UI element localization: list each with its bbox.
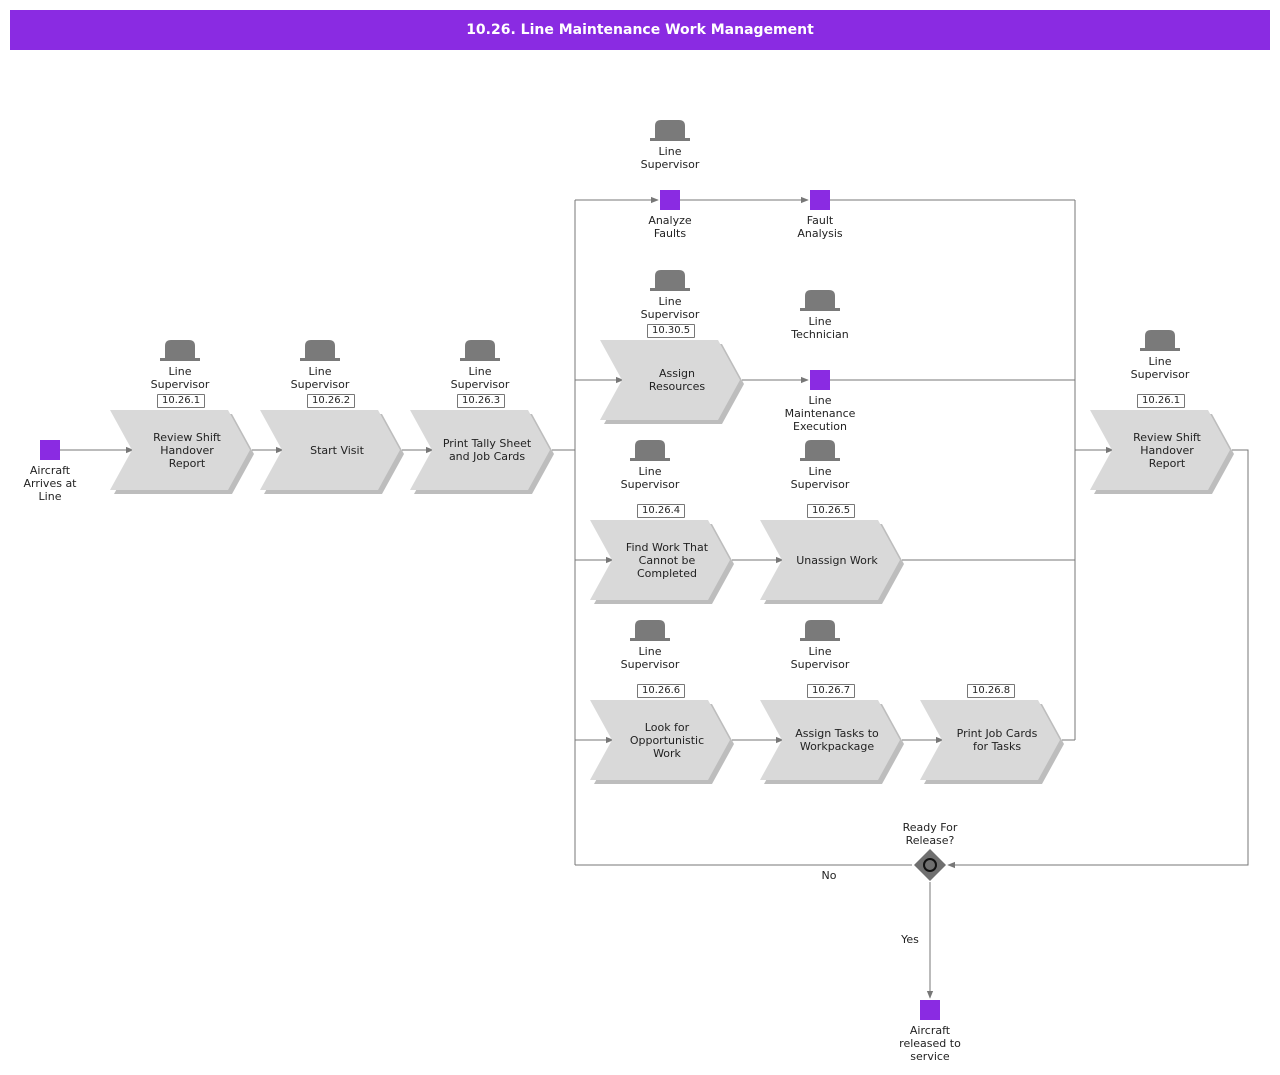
process-label-review-shift-1: Review Shift Handover Report [153, 430, 221, 470]
role-label-role-find: Line Supervisor [620, 465, 680, 491]
role-icon-role-unassign [800, 440, 840, 461]
role-label-role-2: Line Supervisor [290, 365, 350, 391]
role-label-role-review-2: Line Supervisor [1130, 355, 1190, 381]
role-label-role-look: Line Supervisor [620, 645, 680, 671]
process-code-print-job-cards: 10.26.8 [967, 684, 1015, 698]
gateway-marker [923, 858, 937, 872]
role-icon-role-assign-res [650, 270, 690, 291]
role-icon-role-review-2 [1140, 330, 1180, 351]
process-print-job-cards[interactable] [920, 700, 1060, 780]
process-print-tally[interactable] [410, 410, 550, 490]
event-aircraft-arrives[interactable] [40, 440, 60, 460]
event-fault-analysis[interactable] [810, 190, 830, 210]
process-label-review-shift-2: Review Shift Handover Report [1133, 430, 1201, 470]
process-unassign-work[interactable] [760, 520, 900, 600]
process-label-start-visit: Start Visit [310, 443, 364, 457]
process-start-visit[interactable] [260, 410, 400, 490]
process-code-review-shift-2: 10.26.1 [1137, 394, 1185, 408]
role-icon-role-assign-tasks [800, 620, 840, 641]
process-code-unassign-work: 10.26.5 [807, 504, 855, 518]
role-label-role-analyze: Line Supervisor [640, 145, 700, 171]
process-code-find-work: 10.26.4 [637, 504, 685, 518]
event-aircraft-released[interactable] [920, 1000, 940, 1020]
role-icon-role-look [630, 620, 670, 641]
role-label-role-unassign: Line Supervisor [790, 465, 850, 491]
process-label-assign-tasks: Assign Tasks to Workpackage [795, 727, 879, 753]
role-label-role-3: Line Supervisor [450, 365, 510, 391]
role-icon-role-analyze [650, 120, 690, 141]
role-icon-role-find [630, 440, 670, 461]
diagram-title: 10.26. Line Maintenance Work Management [10, 10, 1270, 50]
edge-review2-gateway [947, 449, 1249, 869]
role-icon-role-2 [300, 340, 340, 361]
process-assign-tasks[interactable] [760, 700, 900, 780]
process-label-unassign-work: Unassign Work [796, 553, 878, 567]
process-code-start-visit: 10.26.2 [307, 394, 355, 408]
process-code-review-shift-1: 10.26.1 [157, 394, 205, 408]
event-line-maintenance-execution[interactable] [810, 370, 830, 390]
process-label-print-tally: Print Tally Sheet and Job Cards [442, 437, 532, 463]
gateway-label: Ready For Release? [902, 821, 958, 847]
event-label-analyze-faults: Analyze Faults [648, 214, 692, 240]
role-label-role-assign-res: Line Supervisor [640, 295, 700, 321]
process-find-work[interactable] [590, 520, 730, 600]
process-code-assign-tasks: 10.26.7 [807, 684, 855, 698]
process-review-shift-2[interactable] [1090, 410, 1230, 490]
event-label-line-maintenance-execution: Line Maintenance Execution [784, 394, 856, 433]
role-icon-role-1 [160, 340, 200, 361]
role-label-role-assign-tasks: Line Supervisor [790, 645, 850, 671]
event-label-fault-analysis: Fault Analysis [797, 214, 843, 240]
event-label-aircraft-arrives: Aircraft Arrives at Line [23, 464, 77, 503]
role-label-role-technician: Line Technician [791, 315, 849, 341]
gateway-yes-label: Yes [901, 933, 919, 946]
gateway-no-label: No [821, 869, 837, 882]
process-assign-resources[interactable] [600, 340, 740, 420]
role-icon-role-technician [800, 290, 840, 311]
role-icon-role-3 [460, 340, 500, 361]
gateway-ready-for-release[interactable] [914, 849, 946, 881]
event-label-aircraft-released: Aircraft released to service [899, 1024, 961, 1063]
process-label-look-for-work: Look for Opportunistic Work [629, 720, 705, 760]
process-label-find-work: Find Work That Cannot be Completed [625, 540, 709, 580]
process-label-print-job-cards: Print Job Cards for Tasks [956, 727, 1038, 753]
process-code-look-for-work: 10.26.6 [637, 684, 685, 698]
process-code-print-tally: 10.26.3 [457, 394, 505, 408]
process-review-shift-1[interactable] [110, 410, 250, 490]
process-label-assign-resources: Assign Resources [648, 367, 706, 393]
event-analyze-faults[interactable] [660, 190, 680, 210]
process-look-for-work[interactable] [590, 700, 730, 780]
role-label-role-1: Line Supervisor [150, 365, 210, 391]
process-code-assign-resources: 10.30.5 [647, 324, 695, 338]
